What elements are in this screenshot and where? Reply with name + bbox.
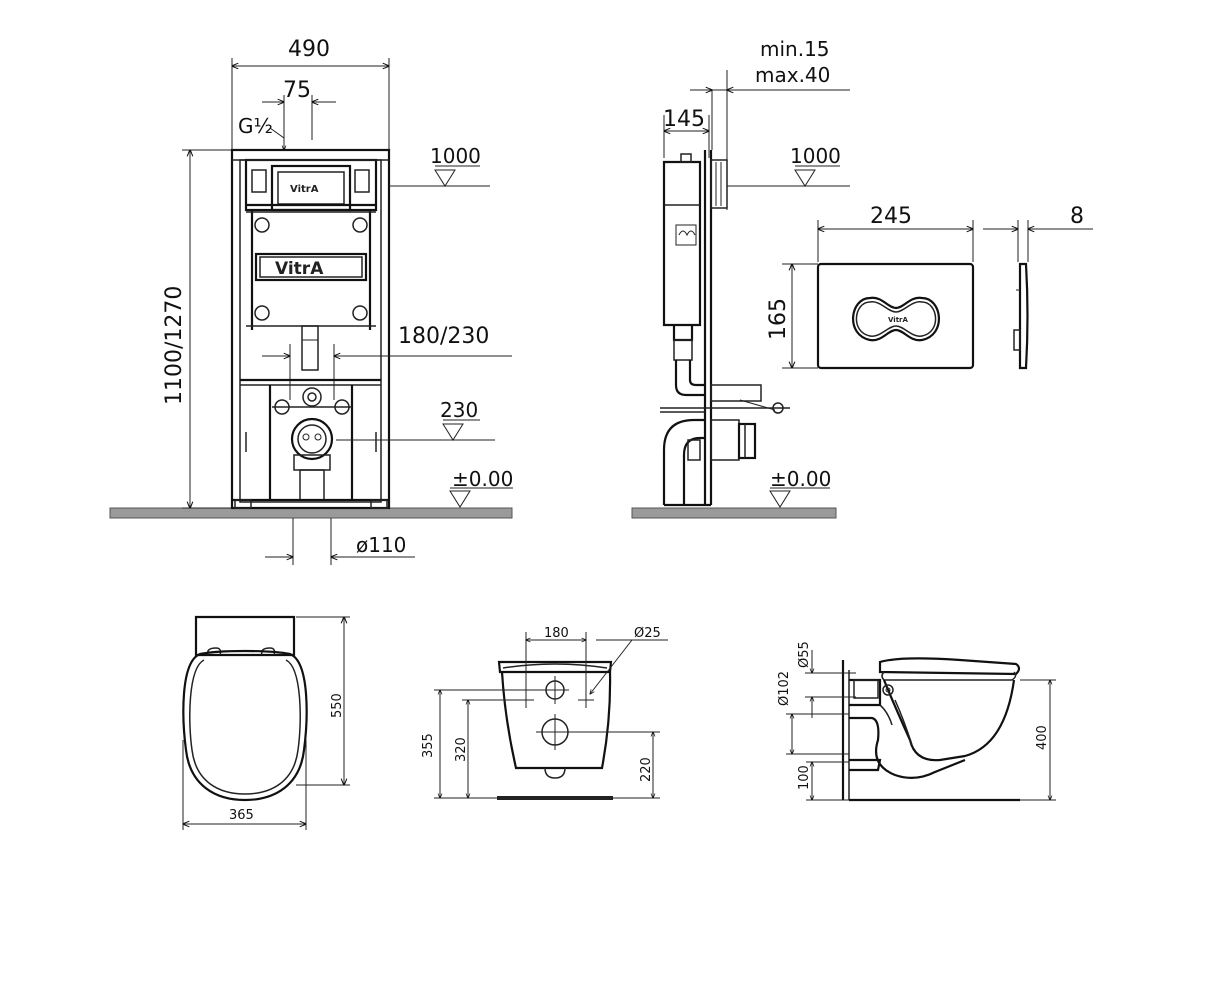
bowl-front-body: [500, 671, 612, 770]
brand-logo-panel: VitrA: [275, 259, 324, 279]
bolt-diameter-label: Ø25: [634, 626, 661, 641]
bolt-height-dimension: 320: [454, 737, 469, 762]
level-230-label: 230: [440, 398, 478, 422]
seat-length-dimension: 550: [330, 693, 345, 718]
level-zero-label: ±0.00: [452, 467, 513, 491]
seat-outline: [182, 649, 308, 802]
wall-max-label: max.40: [755, 63, 830, 87]
depth-dimension: 145: [663, 107, 705, 132]
plate-width-dimension: 245: [870, 204, 912, 229]
bolt-spacing-dimension: 180: [544, 626, 569, 641]
inlet-label: G½: [238, 114, 273, 138]
brand-logo-top: VitrA: [290, 184, 319, 195]
level-1000-label: 1000: [430, 144, 481, 168]
outlet-diameter-label: Ø102: [777, 671, 792, 706]
drain-diameter-label: ø110: [356, 533, 406, 557]
plate-height-dimension: 165: [766, 298, 791, 340]
frame-front-view: 490 75 G½ 1100/1270 VitrA: [109, 37, 513, 565]
floor: [109, 507, 513, 519]
side-level-zero-label: ±0.00: [770, 467, 831, 491]
height-dimension: 1100/1270: [162, 286, 187, 405]
bowl-front-view: 180 Ø25 355 320 220: [421, 626, 668, 800]
plate-thickness-dimension: 8: [1070, 204, 1084, 229]
plate-brand-logo: VitrA: [888, 316, 908, 324]
flush-plate-view: 245 8 165 VitrA: [766, 204, 1093, 370]
bowl-side-view: Ø55 Ø102 100 400: [777, 641, 1056, 802]
outlet-height-dimension: 220: [639, 757, 654, 782]
width-dimension: 490: [288, 37, 330, 62]
offset-dimension: 75: [283, 78, 311, 103]
seat-top-view: 550 365: [182, 615, 350, 830]
seat-width-dimension: 365: [229, 808, 254, 823]
pipe-spacing-dimension: 180/230: [398, 324, 489, 349]
rim-height-dimension: 400: [1035, 725, 1050, 750]
floor-side: [631, 507, 837, 519]
wall-min-label: min.15: [760, 37, 830, 61]
flush-plate: [816, 262, 975, 370]
frame-side-view: min.15 max.40 145: [631, 37, 850, 519]
offset-dimension-100: 100: [797, 765, 812, 790]
side-level-1000-label: 1000: [790, 144, 841, 168]
total-height-dimension: 355: [421, 733, 436, 758]
inlet-diameter-label: Ø55: [797, 641, 812, 668]
